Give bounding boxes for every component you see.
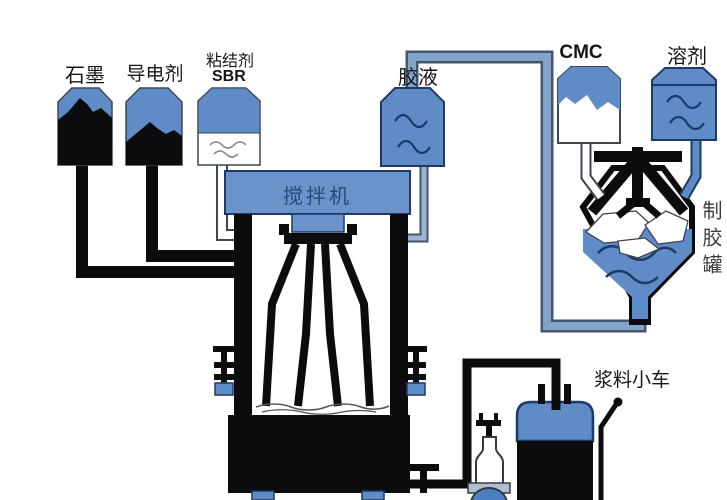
mixer-foot [361,490,385,500]
agitator [587,147,689,219]
gel-chunks [584,210,689,259]
binder-label: 粘结剂 [205,53,254,70]
mixer-unit [213,170,427,500]
conductive-agent-label: 导电剂 [126,64,184,85]
vessel-left-wall [234,214,252,418]
pump [467,413,511,500]
pump-base [470,487,508,500]
slurry-cart-label: 浆料小车 [594,370,671,391]
glue-liquid [583,229,692,319]
glue-making-tank [579,147,695,325]
cmc-hopper [557,66,621,201]
right-clamp [405,346,427,396]
graphite-powder [58,98,112,165]
pump-bottle [475,436,504,485]
glue-solution-tank [380,87,445,167]
vessel-right-wall [390,214,408,418]
mixer-box [224,170,411,215]
graphite-feed-pipe [76,163,242,278]
cart-handle [598,397,623,500]
slurry-cart-body [517,441,593,500]
mixer-foot [251,490,275,500]
mixer-head [291,213,345,233]
mixer-label: 搅拌机 [283,186,352,208]
cmc-label: CMC [559,42,603,63]
solvent-tank [651,67,717,200]
discharge-pipe [408,358,561,489]
glue-solution-label: 胶液 [398,67,438,89]
cmc-powder [558,67,620,110]
slurry-cart [515,384,623,500]
conductive-powder [126,122,182,165]
solvent-label: 溶剂 [667,46,707,68]
binder-type-label: SBR [212,68,246,85]
mixer-shafts [262,242,374,407]
glue-liquid-waves [597,245,677,285]
mixer-flange [284,233,352,244]
glue-making-tank-label: 制胶罐 [699,200,721,281]
graphite-hopper [57,87,113,166]
mixer-slurry [228,415,410,493]
graphite-label: 石墨 [65,65,105,87]
pump-valve [476,420,501,426]
left-clamp [213,346,235,396]
slurry-surface-waves [255,403,390,415]
conductive-agent-hopper [125,87,183,166]
binder-hopper [197,87,261,166]
slurry-cart-top [515,400,595,443]
liquid-waves [394,113,431,155]
binder-liquid-waves [209,141,247,158]
conductive-agent-feed-pipe [146,163,242,262]
solvent-waves [666,94,705,131]
discharge-valve [408,464,439,493]
